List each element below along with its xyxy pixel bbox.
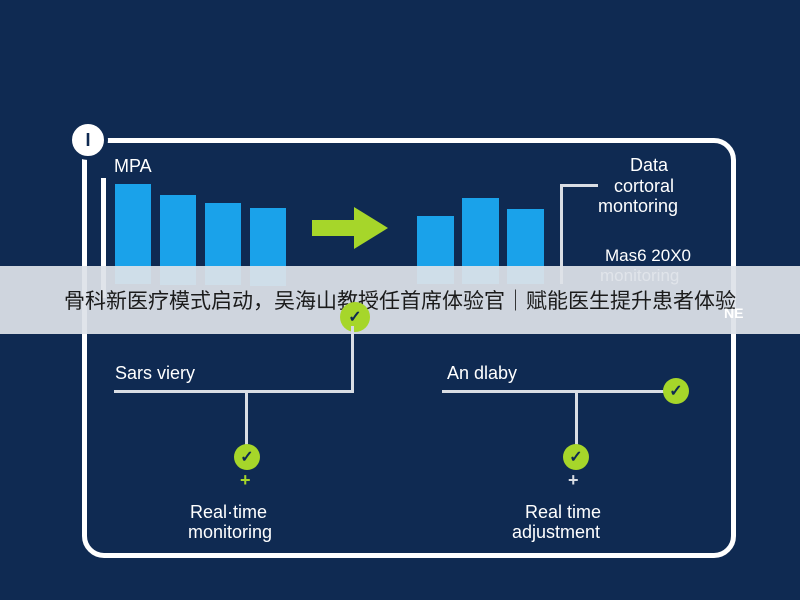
left-chart-label: MPA bbox=[114, 156, 152, 176]
right-bracket-vertical bbox=[560, 184, 563, 284]
connector-vertical-left-top bbox=[351, 326, 354, 392]
plus-icon: + bbox=[568, 470, 579, 490]
left-caption-line2: monitoring bbox=[188, 522, 273, 542]
connector-horizontal-left bbox=[114, 390, 354, 393]
check-icon: ✓ bbox=[340, 302, 370, 332]
diagram-frame bbox=[82, 138, 736, 558]
left-chart-axis bbox=[101, 178, 106, 298]
right-flow-label: An dlaby bbox=[447, 363, 518, 383]
right-bracket-top bbox=[560, 184, 598, 187]
check-icon: ✓ bbox=[563, 444, 589, 470]
check-icon: ✓ bbox=[663, 378, 689, 404]
right-caption-line1: Real time bbox=[525, 502, 602, 522]
plus-icon: + bbox=[240, 470, 251, 490]
right-title-line2: cortoral bbox=[614, 176, 675, 196]
check-icon: ✓ bbox=[234, 444, 260, 470]
right-fragment-label: NE bbox=[724, 305, 744, 321]
right-title-line3: montoring bbox=[598, 196, 679, 216]
right-title-line1: Data bbox=[630, 155, 669, 175]
connector-vertical-left bbox=[245, 392, 248, 446]
left-caption-line1: Real·time bbox=[190, 502, 268, 522]
left-flow-label: Sars viery bbox=[115, 363, 196, 383]
right-subtitle-line1: Mas6 20X0 bbox=[605, 246, 691, 265]
connector-vertical-right bbox=[575, 392, 578, 446]
step-badge: I bbox=[68, 120, 108, 160]
arrow-right-icon bbox=[312, 207, 388, 249]
right-caption-line2: adjustment bbox=[512, 522, 601, 542]
connector-horizontal-right bbox=[442, 390, 670, 393]
caption-banner: 骨科新医疗模式启动，吴海山教授任首席体验官｜赋能医生提升患者体验 bbox=[0, 266, 800, 334]
